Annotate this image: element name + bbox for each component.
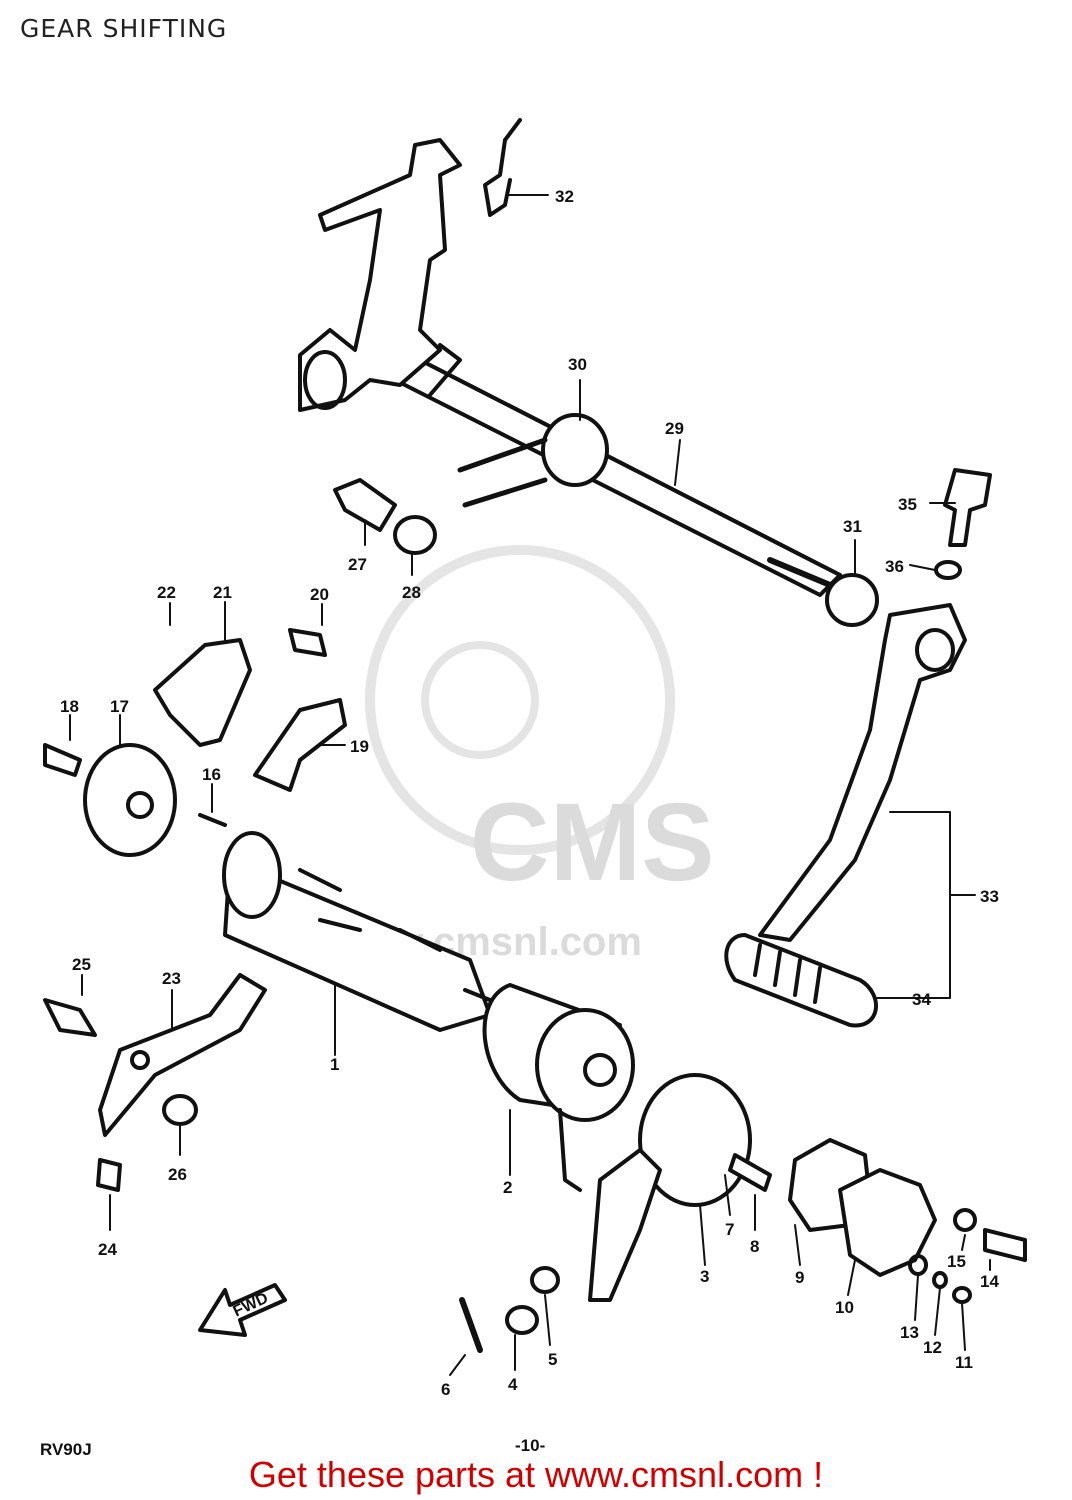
shaft-collar: [457, 413, 609, 508]
shift-fork-no3: [588, 1073, 752, 1302]
washer: [393, 515, 437, 555]
cam-pin: [198, 813, 227, 827]
cover-bolt: [983, 1228, 1027, 1262]
callout-21: 21: [213, 583, 232, 602]
callout-7: 7: [725, 1220, 734, 1239]
cam-stopper: [98, 973, 267, 1137]
callout-9: 9: [795, 1268, 804, 1287]
cam-stopper-screw: [728, 1153, 772, 1192]
callout-19: 19: [350, 737, 369, 756]
callout-33: 33: [980, 887, 999, 906]
fork-shaft-pin: [459, 1297, 483, 1353]
callout-13: 13: [900, 1323, 919, 1342]
model-code: RV90J: [40, 1440, 92, 1459]
callout-17: 17: [110, 697, 129, 716]
pedal-bolt: [943, 468, 992, 547]
fwd-arrow: [198, 1283, 287, 1337]
callout-20: 20: [310, 585, 329, 604]
page-title: GEAR SHIFTING: [20, 14, 228, 43]
shift-fork-no2: [482, 983, 635, 1192]
callout-8: 8: [750, 1237, 759, 1256]
callout-2: 2: [503, 1178, 512, 1197]
watermark: CMS www.cmsnl.com: [329, 545, 714, 964]
callout-31: 31: [843, 517, 862, 536]
shift-arm-assembly: [298, 138, 462, 412]
callout-29: 29: [665, 419, 684, 438]
callout-14: 14: [980, 1272, 999, 1291]
callout-12: 12: [923, 1338, 942, 1357]
pivot-bolt: [333, 478, 397, 532]
callout-24: 24: [98, 1240, 117, 1259]
guide-bolt: [43, 743, 82, 777]
pedal-washer: [934, 560, 962, 580]
callout-3: 3: [700, 1267, 709, 1286]
callout-23: 23: [162, 969, 181, 988]
callout-1: 1: [330, 1055, 339, 1074]
cam-guide: [83, 743, 177, 857]
callout-labels: 1 2 3 4 5 6 7 8 9 10 11 12 13 14 15 16 1…: [60, 187, 999, 1399]
stopper-bolt: [43, 998, 97, 1037]
gearshift-cover: [838, 1168, 937, 1277]
callout-18: 18: [60, 697, 79, 716]
callout-4: 4: [508, 1375, 518, 1394]
callout-25: 25: [72, 955, 91, 974]
cover-nut: [932, 1271, 948, 1289]
stopper-washer: [162, 1094, 198, 1126]
leader-lines: [69, 194, 991, 1376]
cover-washer: [953, 1208, 977, 1232]
callout-22: 22: [157, 583, 176, 602]
callout-34: 34: [912, 990, 931, 1009]
shift-stopper: [253, 698, 347, 792]
callout-26: 26: [168, 1165, 187, 1184]
callout-35: 35: [898, 495, 917, 514]
pedal-rubber: [724, 933, 878, 1028]
callout-30: 30: [568, 355, 587, 374]
cta-link[interactable]: Get these parts at www.cmsnl.com !: [248, 1454, 824, 1495]
return-spring: [483, 118, 522, 217]
bushing: [825, 573, 879, 627]
callout-10: 10: [835, 1298, 854, 1317]
callout-36: 36: [885, 557, 904, 576]
page-number: -10-: [515, 1436, 546, 1455]
callout-6: 6: [441, 1380, 450, 1399]
cover-small-washer: [908, 1254, 928, 1276]
callout-28: 28: [402, 583, 421, 602]
callout-32: 32: [555, 187, 574, 206]
gearshift-cam: [222, 831, 492, 1032]
callout-11: 11: [955, 1353, 973, 1372]
callout-16: 16: [202, 765, 221, 784]
cover-screw: [952, 1286, 972, 1304]
gearshift-pedal: [758, 603, 967, 942]
fork-roller: [505, 1305, 539, 1335]
callout-5: 5: [548, 1350, 557, 1369]
callout-15: 15: [947, 1252, 966, 1271]
plate-screw: [288, 628, 327, 657]
fork-pin-small: [530, 1266, 560, 1294]
callout-27: 27: [348, 555, 367, 574]
stopper-spring: [96, 1158, 122, 1192]
cam-guide-plate: [153, 638, 252, 747]
watermark-brand: CMS: [470, 781, 714, 904]
